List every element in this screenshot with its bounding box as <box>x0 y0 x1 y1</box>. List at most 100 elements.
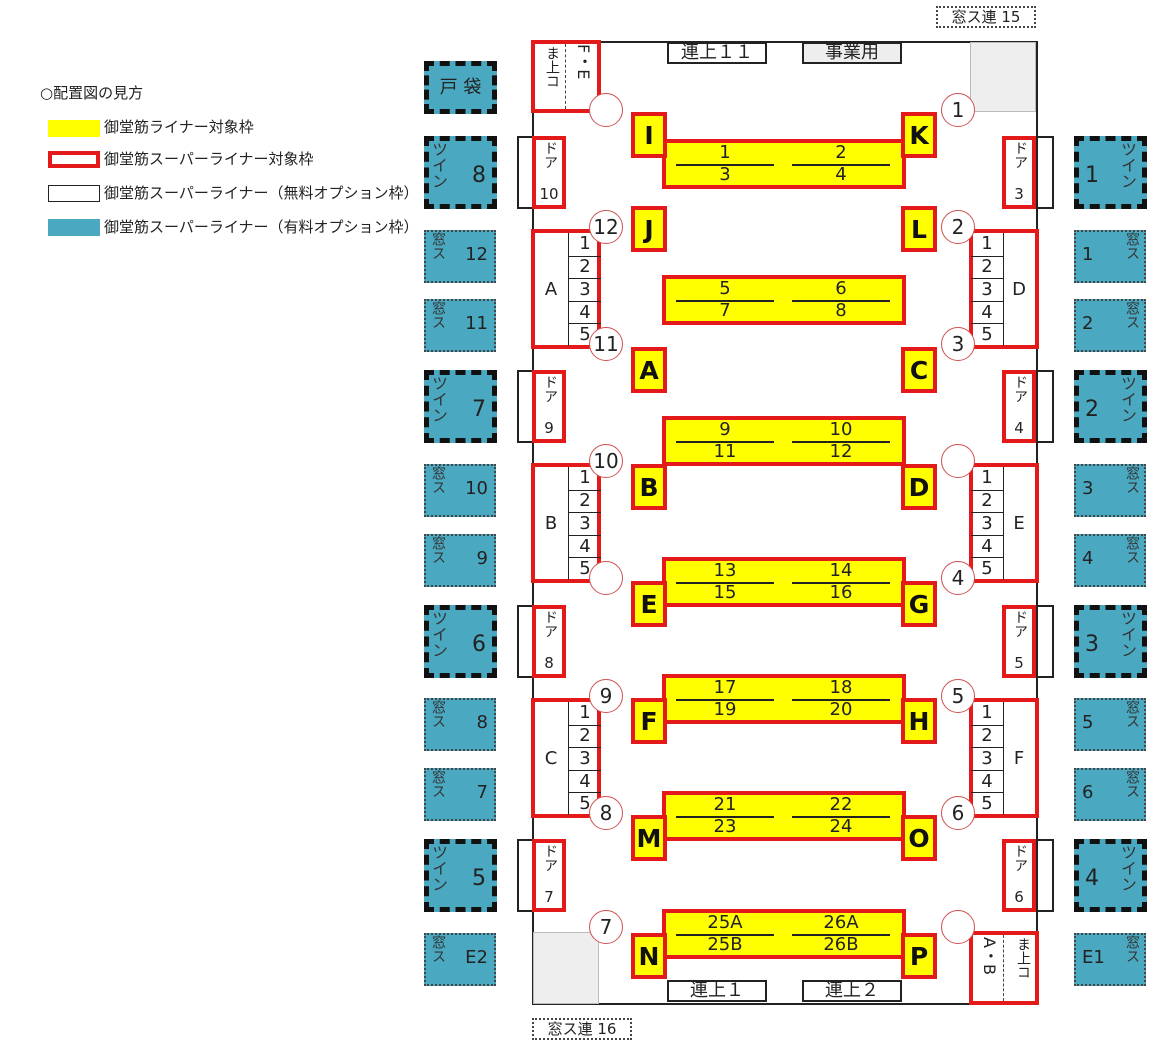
seat-letter-O[interactable]: O <box>901 815 937 861</box>
stack-cell[interactable]: 4 <box>568 769 601 793</box>
seat-number[interactable]: 26B <box>823 934 859 955</box>
stack-cell[interactable]: 2 <box>971 255 1004 279</box>
seat-letter-H[interactable]: H <box>901 698 937 744</box>
seat-letter-C[interactable]: C <box>901 347 937 393</box>
seat-number[interactable]: 7 <box>719 300 731 321</box>
seat-number[interactable]: 14 <box>829 560 853 581</box>
stack-cell[interactable]: 1 <box>568 233 601 256</box>
seat-letter-B[interactable]: B <box>631 464 667 510</box>
seat-number[interactable]: 23 <box>713 816 737 837</box>
seat-number[interactable]: 21 <box>713 794 737 815</box>
stack-cell[interactable]: 4 <box>971 534 1004 558</box>
stack-cell[interactable]: 4 <box>568 534 601 558</box>
stack-cell[interactable]: 1 <box>971 233 1004 256</box>
stack-cell[interactable]: 5 <box>568 792 601 815</box>
seat-letter-E[interactable]: E <box>631 581 667 627</box>
stack-cell[interactable]: 4 <box>971 300 1004 324</box>
seat-bar-17-20[interactable]: 17 18 19 20 <box>662 674 906 724</box>
seat-number[interactable]: 6 <box>835 278 847 299</box>
seat-letter-M[interactable]: M <box>631 815 667 861</box>
stack-cell[interactable]: 1 <box>568 467 601 490</box>
seat-number[interactable]: 10 <box>829 419 853 440</box>
seat-number[interactable]: 1 <box>719 142 731 163</box>
stack-cell[interactable]: 2 <box>568 255 601 279</box>
seat-number[interactable]: 13 <box>713 560 737 581</box>
seat-letter-G[interactable]: G <box>901 581 937 627</box>
seat-number[interactable]: 18 <box>829 677 853 698</box>
seat-letter-J[interactable]: J <box>631 206 667 252</box>
seat-number[interactable]: 17 <box>713 677 737 698</box>
seat-number[interactable]: 3 <box>719 164 731 185</box>
seat-number[interactable]: 2 <box>835 142 847 163</box>
seat-letter-N[interactable]: N <box>631 933 667 979</box>
seat-letter-F[interactable]: F <box>631 698 667 744</box>
seat-number[interactable]: 15 <box>713 582 737 603</box>
stack-cell[interactable]: 5 <box>568 557 601 580</box>
seat-number[interactable]: 24 <box>829 816 853 837</box>
seat-number[interactable]: 19 <box>713 699 737 720</box>
stack-cell[interactable]: 3 <box>971 747 1004 770</box>
seat-letter-A[interactable]: A <box>631 347 667 393</box>
stack-cell[interactable]: 4 <box>971 769 1004 793</box>
seat-letter-K[interactable]: K <box>901 112 937 158</box>
stack-cell[interactable]: 2 <box>568 724 601 748</box>
stack-cell[interactable]: 5 <box>971 792 1004 815</box>
seat-number[interactable]: 20 <box>829 699 853 720</box>
seat-bar-21-24[interactable]: 21 22 23 24 <box>662 791 906 841</box>
seat-number[interactable]: 25A <box>707 912 743 933</box>
stack-cell[interactable]: 5 <box>971 557 1004 580</box>
seat-bar-13-16[interactable]: 13 14 15 16 <box>662 557 906 607</box>
seat-number[interactable]: 26A <box>823 912 859 933</box>
seat-letter-L[interactable]: L <box>901 206 937 252</box>
stack-cell[interactable]: 3 <box>971 512 1004 535</box>
stack-cell[interactable]: 2 <box>568 489 601 513</box>
stack-cell[interactable]: 4 <box>568 300 601 324</box>
seat-number[interactable]: 12 <box>829 441 853 462</box>
stack-cell[interactable]: 1 <box>971 702 1004 725</box>
seat-number[interactable]: 22 <box>829 794 853 815</box>
stack-cell[interactable]: 1 <box>971 467 1004 490</box>
stack-cell[interactable]: 5 <box>568 323 601 346</box>
seat-letter-I[interactable]: I <box>631 112 667 158</box>
stack-cell[interactable]: 2 <box>971 724 1004 748</box>
seat-number[interactable]: 11 <box>713 441 737 462</box>
seat-number[interactable]: 16 <box>829 582 853 603</box>
stack-cell[interactable]: 3 <box>568 278 601 301</box>
stack-cell[interactable]: 1 <box>568 702 601 725</box>
seat-letter-P[interactable]: P <box>901 933 937 979</box>
stack-cell[interactable]: 5 <box>971 323 1004 346</box>
